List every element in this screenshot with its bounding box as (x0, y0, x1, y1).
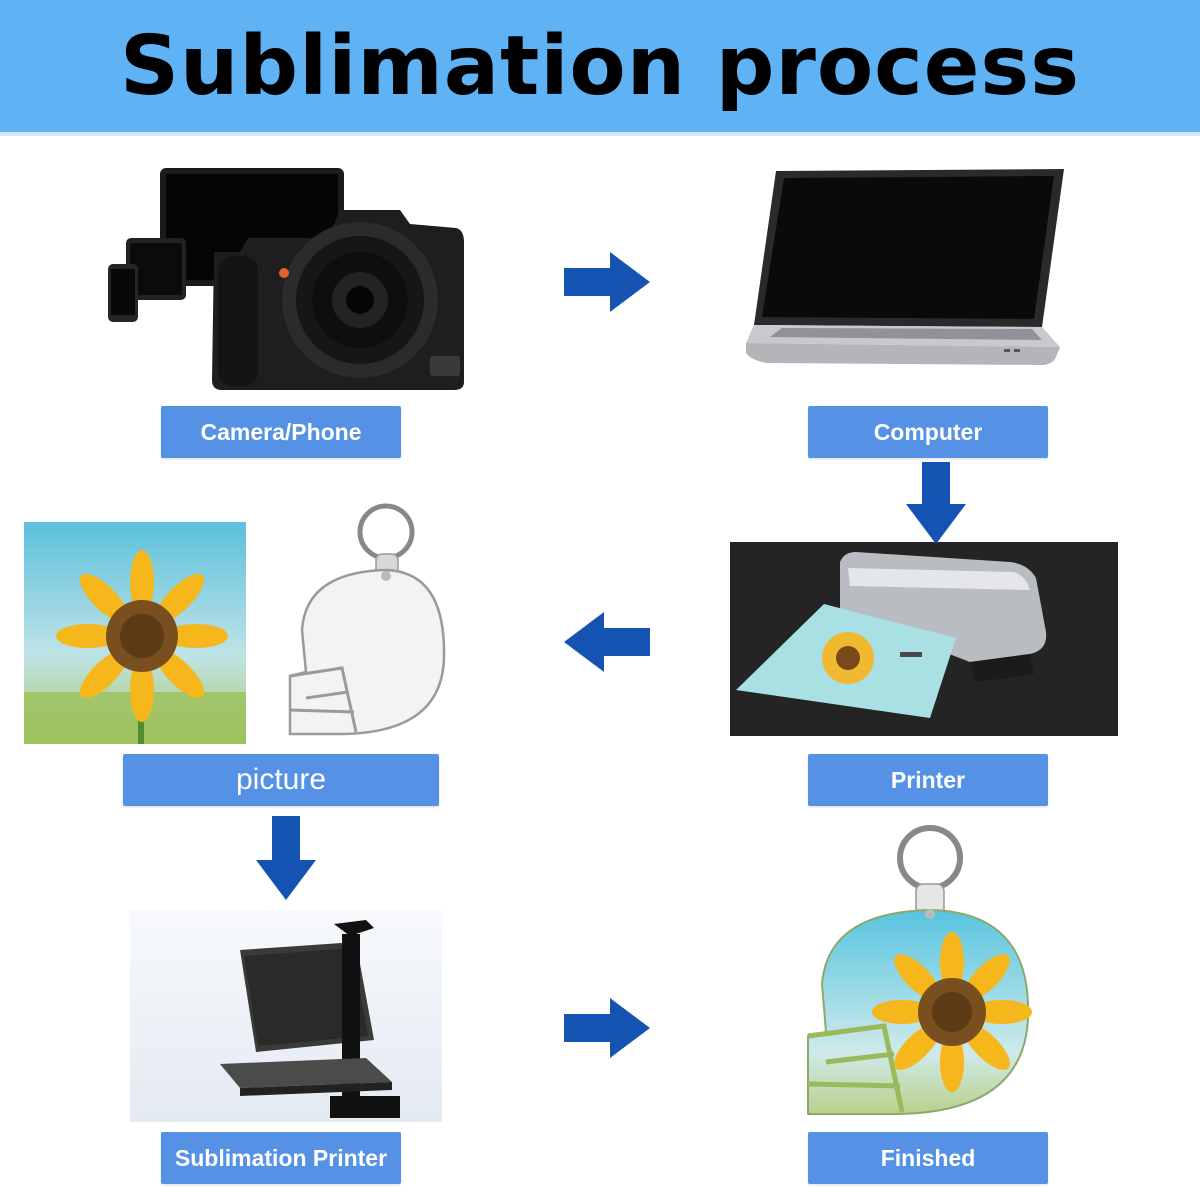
label-finished: Finished (808, 1132, 1048, 1184)
finished-keychain-icon (807, 825, 1032, 1115)
arrow-right-icon (564, 998, 650, 1058)
arrow-left-icon (564, 612, 650, 672)
arrow-down-icon (256, 816, 316, 900)
arrow-right-icon (564, 252, 650, 312)
label-computer: Computer (808, 406, 1048, 458)
banner-divider (0, 132, 1200, 136)
camera-devices-icon (108, 168, 464, 390)
page-title: Sublimation process (120, 18, 1080, 114)
sunflower-photo (24, 522, 246, 744)
label-sublimation-printer: Sublimation Printer (161, 1132, 401, 1184)
label-picture: picture (123, 754, 439, 806)
arrow-down-icon (906, 462, 966, 544)
title-banner: Sublimation process (0, 0, 1200, 132)
label-printer: Printer (808, 754, 1048, 806)
label-camera-phone: Camera/Phone (161, 406, 401, 458)
heat-press-icon (130, 910, 442, 1122)
printer-icon (730, 542, 1118, 736)
laptop-icon (746, 169, 1064, 365)
helmet-keychain-icon (288, 503, 446, 736)
